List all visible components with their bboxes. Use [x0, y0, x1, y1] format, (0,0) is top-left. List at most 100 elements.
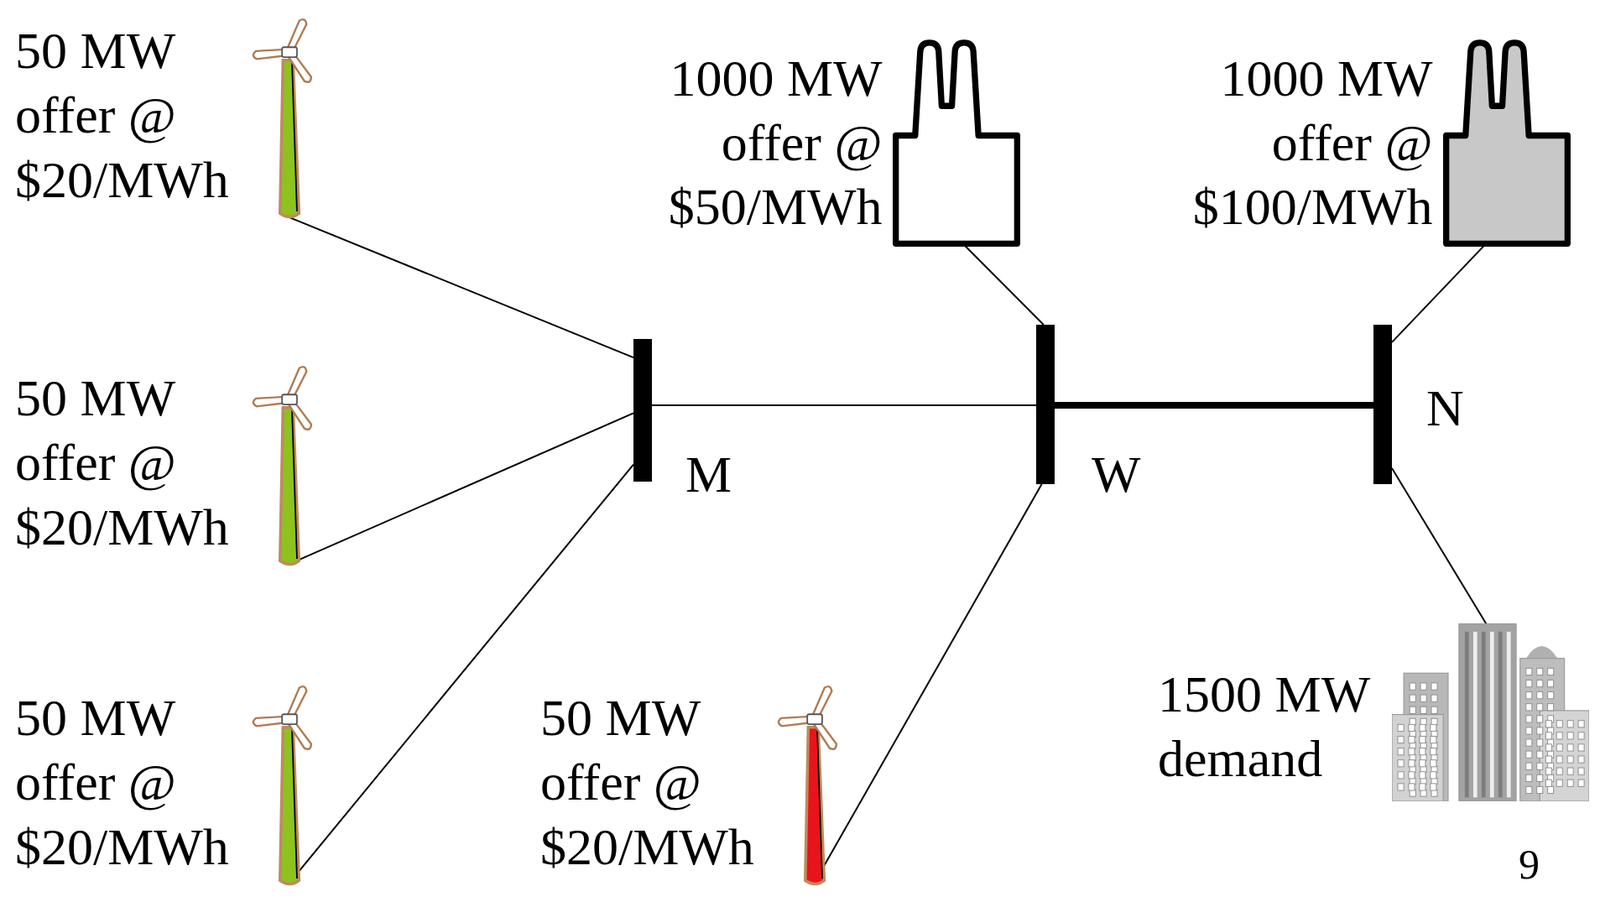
building-window	[1429, 760, 1436, 767]
turbine-tower	[804, 727, 824, 885]
turbine-tower	[279, 60, 299, 218]
building-window	[1556, 720, 1563, 728]
wind-generator: 50 MW offer @ $20/MWh	[15, 675, 324, 890]
building-window	[1545, 779, 1552, 787]
building-window	[1408, 771, 1415, 779]
building-window	[1567, 744, 1574, 751]
building-window	[1536, 679, 1543, 687]
building-window	[1536, 774, 1543, 782]
building-window	[1567, 732, 1574, 740]
building-window	[1418, 760, 1425, 767]
city-icon	[1391, 604, 1590, 802]
building-window	[1397, 724, 1404, 731]
building-window	[1536, 739, 1543, 746]
building-window	[1545, 720, 1552, 728]
transmission-line	[1391, 468, 1486, 625]
offer-label: 50 MW offer @ $20/MWh	[540, 685, 765, 880]
power-plant-icon	[892, 38, 1021, 247]
building-window	[1536, 692, 1543, 699]
wind-generator: 50 MW offer @ $20/MWh	[15, 8, 324, 223]
building-window	[1578, 720, 1585, 728]
building-window	[1578, 767, 1585, 775]
building-window	[1409, 694, 1416, 702]
transmission-line	[288, 217, 634, 358]
building	[1539, 710, 1590, 802]
turbine-nacelle	[281, 46, 298, 58]
transmission-line	[651, 404, 1037, 407]
wind-turbine-icon	[774, 675, 850, 890]
bus-bar: M	[633, 338, 652, 482]
demand-label: 1500 MW demand	[1157, 661, 1382, 802]
building-window	[1418, 724, 1425, 731]
tower-edge	[291, 409, 298, 559]
building-window	[1397, 771, 1404, 779]
building-window	[1409, 682, 1416, 690]
offer-label: 50 MW offer @ $20/MWh	[15, 685, 240, 880]
bus-bar: N	[1373, 324, 1392, 485]
building-stripe	[1497, 631, 1502, 798]
building-window	[1431, 682, 1438, 690]
building-window	[1556, 744, 1563, 751]
building-window	[1578, 755, 1585, 763]
thermal-generator: 1000 MW offer @ $50/MWh	[658, 38, 1021, 247]
building-window	[1536, 786, 1543, 793]
building-window	[1547, 667, 1554, 675]
building-window	[1556, 767, 1563, 775]
wind-turbine-icon	[249, 355, 324, 570]
page-number: 9	[1518, 841, 1540, 888]
building-window	[1420, 706, 1427, 714]
building-window	[1525, 715, 1532, 723]
building-window	[1545, 744, 1552, 751]
wind-turbine-icon	[249, 8, 324, 223]
power-plant-icon	[1443, 38, 1571, 247]
building-window	[1420, 682, 1427, 690]
wind-generator: 50 MW offer @ $20/MWh	[540, 675, 850, 890]
building-window	[1547, 692, 1554, 699]
building-window	[1536, 727, 1543, 735]
building-window	[1536, 667, 1543, 675]
building-window	[1567, 779, 1574, 787]
building-window	[1408, 783, 1415, 791]
building-window	[1556, 732, 1563, 740]
building-window	[1567, 755, 1574, 763]
building-window	[1536, 715, 1543, 723]
power-plant	[1445, 42, 1568, 244]
turbine-nacelle	[807, 714, 823, 725]
transmission-line	[813, 484, 1043, 885]
thermal-generator: 1000 MW offer @ $100/MWh	[1183, 38, 1571, 247]
building-window	[1429, 771, 1436, 779]
building-window	[1567, 720, 1574, 728]
building-window	[1556, 779, 1563, 787]
wind-generator: 50 MW offer @ $20/MWh	[15, 355, 324, 570]
building-window	[1431, 706, 1438, 714]
building-window	[1578, 779, 1585, 787]
building-window	[1525, 703, 1532, 711]
building-window	[1525, 667, 1532, 675]
transmission-line	[964, 244, 1044, 325]
transmission-line	[288, 412, 634, 564]
building-stripe	[1464, 631, 1470, 798]
building	[1458, 624, 1516, 803]
bus-bar: W	[1036, 324, 1055, 485]
offer-label: 50 MW offer @ $20/MWh	[15, 365, 240, 560]
building-window	[1525, 762, 1532, 770]
building-window	[1547, 786, 1554, 793]
power-plant	[895, 42, 1017, 244]
building-window	[1431, 694, 1438, 702]
building-window	[1429, 724, 1436, 731]
building-window	[1567, 767, 1574, 775]
building-window	[1418, 771, 1425, 779]
building-window	[1397, 748, 1404, 756]
building-stripe	[1481, 631, 1486, 798]
building-window	[1525, 786, 1532, 793]
building-stripe	[1490, 631, 1495, 798]
building-window	[1545, 755, 1552, 763]
building-window	[1525, 679, 1532, 687]
building-dome	[1525, 646, 1558, 659]
turbine-tower	[279, 727, 299, 885]
building-window	[1408, 748, 1415, 756]
building-stripe	[1473, 631, 1478, 798]
offer-label: 1000 MW offer @ $100/MWh	[1183, 46, 1434, 240]
building-window	[1408, 735, 1415, 743]
